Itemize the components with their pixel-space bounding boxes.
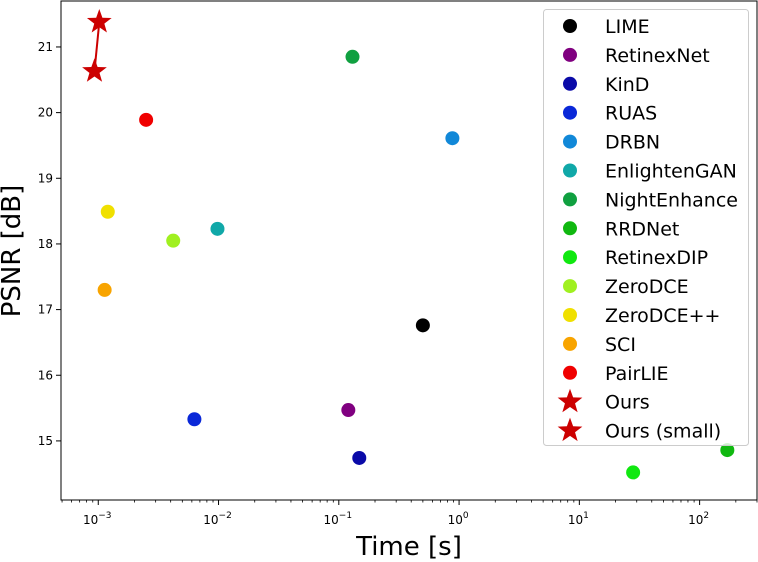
data-point [415,318,430,333]
legend-marker [563,221,577,236]
legend-label: SCI [605,334,636,356]
x-tick-label: 102 [688,511,709,527]
legend-marker [563,192,577,207]
legend-marker [563,250,577,265]
x-tick-label: 10−1 [324,511,353,527]
legend-marker [563,19,577,33]
legend-label: RetinexDIP [605,247,708,269]
legend-marker-star [557,417,583,442]
data-point [97,282,112,297]
data-point-star [86,9,112,33]
plot-area: 15 16 17 18 19 20 21 10−3 10−2 10−1 100 101 102 [38,0,758,527]
x-tick-label: 10−3 [83,511,112,527]
data-point [139,112,154,127]
legend-marker [563,163,577,178]
data-point [445,131,460,146]
legend-label: KinD [605,74,649,96]
legend-label: Ours [605,392,650,414]
legend-label: LIME [605,16,650,38]
data-point [352,450,367,465]
legend-marker [563,336,577,351]
legend-label: NightEnhance [605,189,738,211]
legend-label: ZeroDCE++ [605,305,720,327]
legend-label: RUAS [605,103,657,125]
legend-label: RetinexNet [605,45,710,67]
legend-marker [563,308,577,322]
data-point [166,233,181,248]
y-tick-label: 16 [38,368,53,382]
y-axis-label: PSNR [dB] [0,185,27,318]
y-tick-label: 18 [38,237,53,251]
legend-label: RRDNet [605,218,679,240]
y-tick-label: 21 [38,40,53,54]
legend-marker [563,279,577,294]
data-point [210,221,225,236]
plot-frame [60,0,758,501]
y-tick-label: 19 [38,171,53,185]
legend-marker [563,105,577,120]
y-tick-label: 20 [38,106,53,120]
legend-box [543,9,749,446]
x-tick-label: 10−2 [203,511,232,527]
data-point [626,465,641,480]
x-axis-label: Time [s] [355,532,462,562]
data-point [720,443,735,458]
legend-label: Ours (small) [605,421,721,443]
x-tick-label: 101 [568,511,589,527]
y-tick-label: 15 [38,434,53,448]
data-point [345,49,360,64]
legend-label: PairLIE [605,363,669,385]
data-point [187,412,202,427]
legend-marker [563,76,577,91]
data-point [100,204,115,219]
legend-label: DRBN [605,132,660,154]
legend-marker [563,365,577,380]
legend-label: ZeroDCE [605,276,689,298]
legend-marker [563,134,577,149]
legend-marker [563,47,577,62]
data-point-star [82,58,107,82]
x-tick-label: 100 [448,511,469,527]
legend-label: EnlightenGAN [605,161,737,183]
data-point [341,403,356,418]
legend-marker-star [557,388,583,413]
y-tick-label: 17 [38,303,53,317]
